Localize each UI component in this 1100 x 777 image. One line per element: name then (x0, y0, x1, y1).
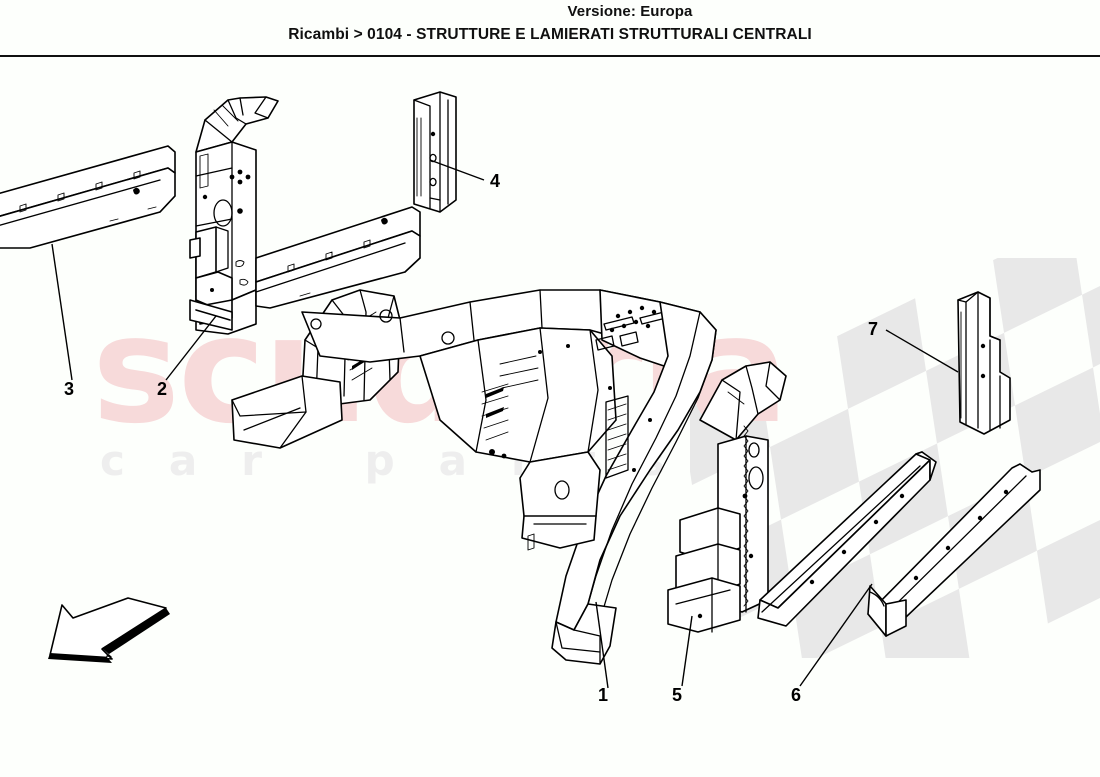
callout-leader-lines (51, 159, 959, 689)
part-5-right-b-pillar (667, 361, 787, 633)
callout-3[interactable]: 3 (64, 379, 75, 399)
breadcrumb: Ricambi > 0104 - STRUTTURE E LAMIERATI S… (288, 26, 812, 43)
mid-left-long-beam (255, 206, 421, 309)
callout-7[interactable]: 7 (868, 319, 879, 339)
part-4-upper-post (413, 91, 457, 213)
header-divider (0, 55, 1100, 57)
part-3-left-sill-beam (0, 145, 176, 249)
part-6-right-sill-beams (757, 451, 1041, 637)
callout-5[interactable]: 5 (672, 685, 683, 705)
callout-4[interactable]: 4 (490, 171, 501, 191)
direction-arrow (48, 597, 170, 663)
part-7-upper-post (957, 291, 1011, 435)
callout-2[interactable]: 2 (157, 379, 168, 399)
part-1-central-assembly (231, 289, 717, 665)
callout-6[interactable]: 6 (791, 685, 802, 705)
version-label: Versione: Europa (567, 3, 693, 20)
callout-1[interactable]: 1 (598, 685, 609, 705)
